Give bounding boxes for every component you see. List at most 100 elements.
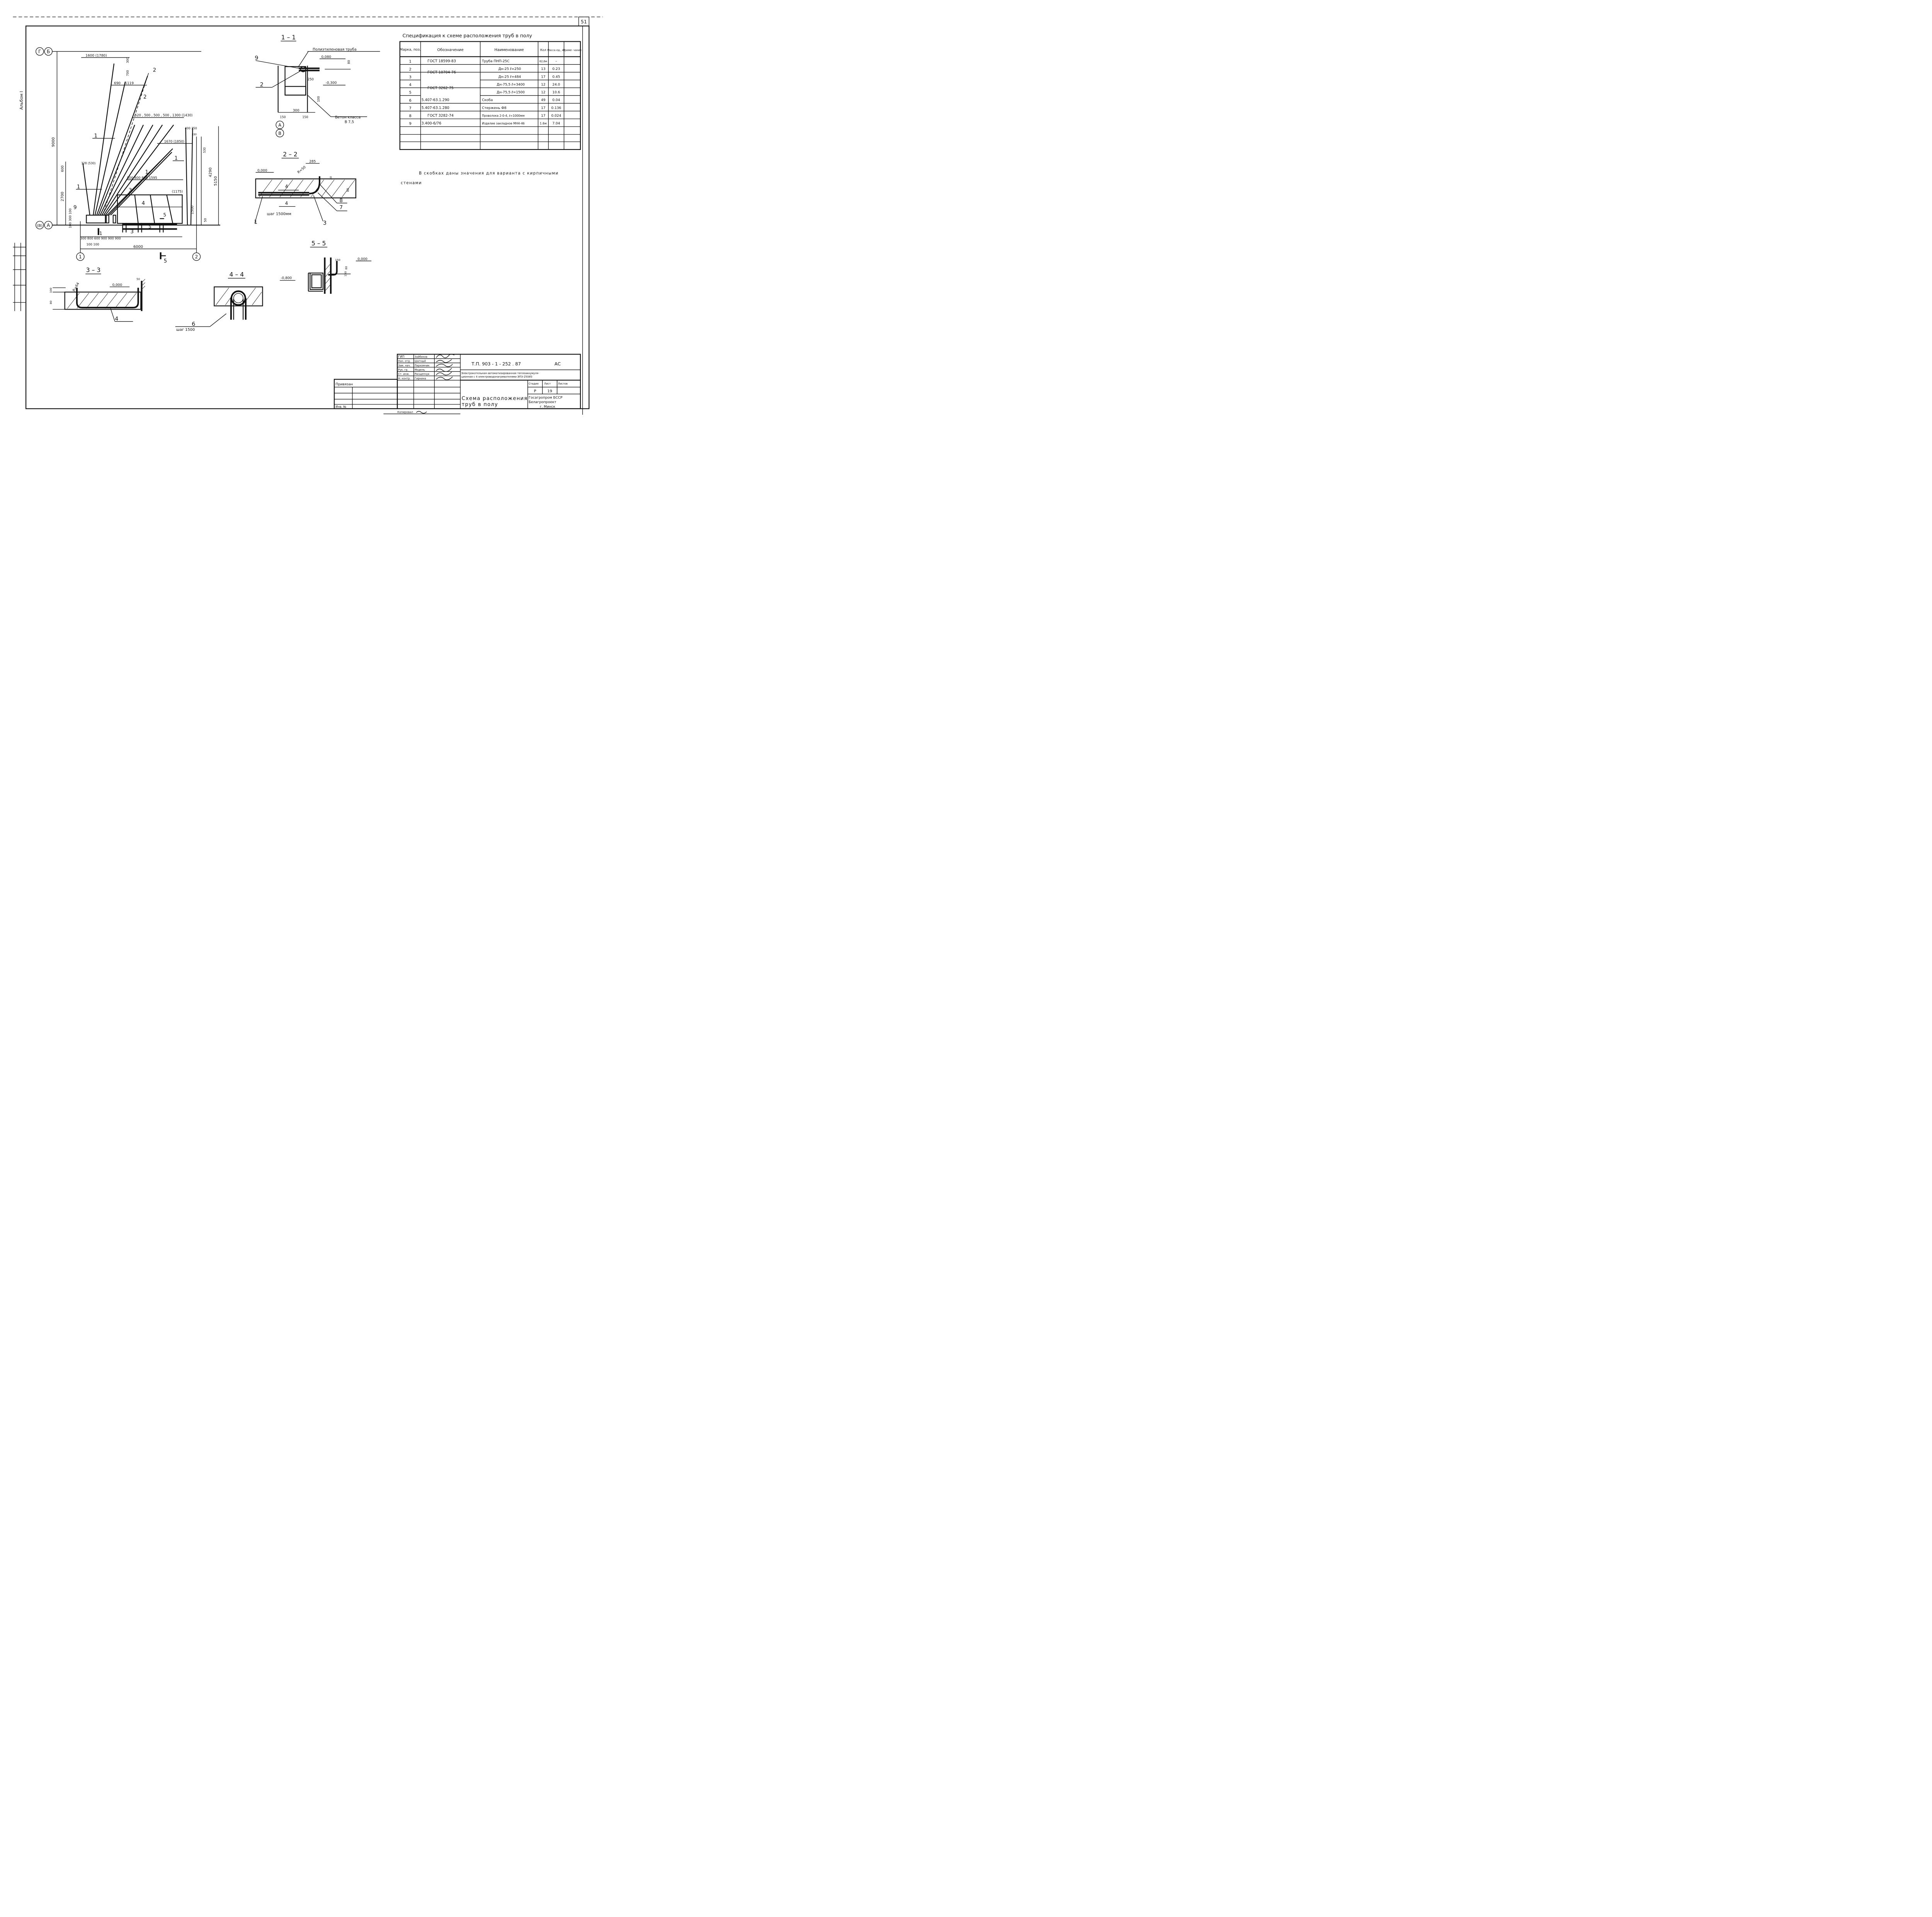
dim-2700: 2700 xyxy=(60,192,65,201)
spec-row-7-name: Стержень Ф8 xyxy=(482,106,507,110)
spec-row-7-qty: 17 xyxy=(541,106,545,110)
plan-mark-4: 4 xyxy=(142,201,145,206)
spec-row-7-pos: 7 xyxy=(409,106,412,111)
section-2-2-mark-7: 7 xyxy=(339,205,343,211)
section-1-1-axis-a: А xyxy=(278,123,281,128)
spec-row-5-pos: 5 xyxy=(409,91,412,95)
signatures xyxy=(436,354,455,380)
spec-row-8-name: Проволока 2-0-4, ℓ=1000мм xyxy=(482,114,525,117)
section-5-5-level-0: 0,000 xyxy=(357,257,367,261)
section-4-4-hatch xyxy=(216,288,262,305)
stamp-code: Т.П. 903 - 1 - 252 . 87 xyxy=(471,361,521,367)
spec-title: Спецификация к схеме расположения труб в… xyxy=(403,32,532,38)
section-2-2-mark-3: 3 xyxy=(323,220,327,226)
album-label: Альбом I xyxy=(19,91,24,110)
section-2-2-dim-80: 80 xyxy=(346,188,350,192)
plan-cut-1-label: 1 xyxy=(99,231,102,236)
axis-bubble-g xyxy=(36,47,44,56)
dim-4290: 4290 xyxy=(209,167,213,177)
stamp-mark: АС xyxy=(554,361,561,367)
stamp-role-6: Н. контр. xyxy=(398,377,410,380)
section-2-2-slab xyxy=(255,178,357,199)
steel-pipe-grid xyxy=(117,194,183,233)
spec-row-8-pos: 8 xyxy=(409,114,412,118)
plan-mark-2a: 2 xyxy=(153,68,156,73)
section-5-5: 5 – 5 0,000 150 80 150 -0,800 xyxy=(280,240,372,294)
stamp-org-1: Госагропром БССР xyxy=(529,396,563,400)
page-number-box xyxy=(578,17,590,26)
section-2-2-radius: R=50 xyxy=(297,165,307,175)
stamp-title-2: труб в полу xyxy=(462,402,498,408)
plan-mark-2b: 2 xyxy=(143,94,147,100)
plan-mark-1b: 1 xyxy=(77,184,80,190)
section-1-1-axis-a-bubble xyxy=(276,121,284,129)
section-3-3-dim-80: 80 xyxy=(49,300,53,304)
spec-row-4-doc: ГОСТ 3262-75 xyxy=(427,86,454,90)
section-3-3-mark-4: 4 xyxy=(115,316,118,322)
dim-top-row: 520 , 500 , 500 , 500 , 1300 (1430) xyxy=(135,114,193,117)
section-2-2: 2 – 2 0,000 285 R=50 30 80 4 4 шаг 1500м… xyxy=(254,151,357,226)
section-4-4: 4 – 4 6 шаг 1500 xyxy=(175,271,263,332)
dim-800-row: 800 800 800 1595 xyxy=(127,176,157,180)
axis-label-g: Г xyxy=(38,49,41,54)
section-2-2-dim-30: 30 xyxy=(329,176,332,180)
dim-600: 600 xyxy=(61,165,65,172)
binding-marks xyxy=(13,243,26,311)
stamp-org-2: Белагропроект xyxy=(529,400,556,404)
stamp-role-1: ГИП xyxy=(398,355,404,359)
section-1-1-concrete-1: Бетон класса xyxy=(335,115,361,119)
plan-mark-9: 9 xyxy=(73,205,77,211)
page-number: 51 xyxy=(581,19,587,25)
section-1-1-mark-9: 9 xyxy=(255,55,258,61)
stamp-name-5: Расщепчук xyxy=(415,373,430,376)
plan-mark-1a: 1 xyxy=(94,133,98,139)
section-5-5-title: 5 – 5 xyxy=(311,240,326,247)
spec-row-5-mass: 10.6 xyxy=(553,91,560,95)
section-2-2-title: 2 – 2 xyxy=(283,151,298,158)
pipe-plan: Г Б (В) А 1 2 9000 2700 600 100 300 100 … xyxy=(36,47,220,264)
section-3-3-level: 0,000 xyxy=(112,283,122,287)
stamp-inv: Инв. № xyxy=(335,405,346,409)
spec-row-4-name: Дн-75,5 ℓ=3400 xyxy=(497,83,525,87)
section-2-2-mark-1: 1 xyxy=(254,219,257,225)
specification: Спецификация к схеме расположения труб в… xyxy=(399,32,582,150)
section-1-1-dim-150b: 150 xyxy=(302,115,308,119)
note-line-2: стенами xyxy=(401,180,422,185)
dim-6000: 6000 xyxy=(133,245,143,249)
section-2-2-step: шаг 1500мм xyxy=(267,212,291,216)
dim-100-300-100: 100 300 100 xyxy=(68,208,72,228)
spec-row-3-mass: 0.45 xyxy=(553,75,560,79)
section-3-3-dim-50: 50 xyxy=(136,277,140,281)
spec-row-8-mass: 0.024 xyxy=(551,114,561,118)
stamp-sheet: 19 xyxy=(547,389,552,393)
dim-1175: (1175) xyxy=(172,190,183,194)
dim-530: 530 xyxy=(203,147,206,153)
spec-row-9-qty: 1.6м xyxy=(540,122,547,125)
spec-header-name: Наименование xyxy=(494,48,524,52)
dim-1500: 1500 xyxy=(191,205,195,214)
spec-row-2-pos: 2 xyxy=(409,67,412,72)
stamp-copied: Копировал xyxy=(397,410,413,414)
spec-header-note: Приме- чание xyxy=(563,49,582,52)
section-3-3-title: 3 – 3 xyxy=(86,266,101,274)
spec-row-4-qty: 12 xyxy=(541,83,545,87)
spec-row-2-mass: 0.23 xyxy=(553,67,560,71)
axis-label-a: А xyxy=(47,223,50,228)
section-5-5-dim-150: 150 xyxy=(335,258,340,262)
section-1-1-dim-250: 250 xyxy=(308,78,314,82)
spec-row-4-mass: 24.0 xyxy=(553,83,560,87)
axis-label-b: Б xyxy=(47,49,50,54)
stamp-role-4: Рук. гр. xyxy=(398,368,408,371)
plan-cut-5-mark: 5 xyxy=(163,212,166,218)
section-1-1: 1 – 1 Полиэтиленовая труба 0,080 80 250 … xyxy=(255,34,380,138)
stamp-sheet-header: Лист xyxy=(544,382,551,385)
spec-row-1-name: Труба ПНП-25С xyxy=(481,60,509,63)
pipe-fan xyxy=(82,63,193,225)
dim-5150: 5150 xyxy=(214,176,218,186)
section-1-1-dim-300: 300 xyxy=(293,109,299,113)
stamp-name-6: Гирнина xyxy=(415,377,426,380)
section-3-3-slab xyxy=(64,291,141,310)
stamp-desc-1: Электрокотельная автоматизированная тепл… xyxy=(461,372,539,375)
plan-mark-3b: 3 xyxy=(131,229,134,235)
